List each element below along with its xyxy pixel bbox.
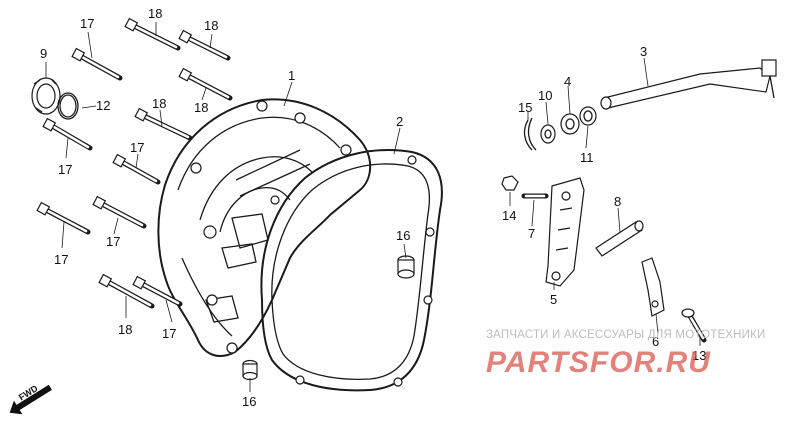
callout-18: 18: [204, 18, 218, 33]
bolt-18-mid-b: [134, 107, 193, 141]
screw-13: [681, 308, 707, 343]
oil-filler-cap: [31, 77, 61, 115]
callout-17: 17: [106, 234, 120, 249]
leader-lines: [45, 22, 701, 392]
bolt-17-lower: [132, 275, 183, 307]
fwd-arrow-icon: [9, 384, 52, 415]
callout-17: 17: [130, 140, 144, 155]
bolt-17-left-a: [42, 117, 93, 151]
bolt-18-mid-a: [178, 67, 233, 101]
callout-17: 17: [80, 16, 94, 31]
callout-labels: 17 18 18 9 1 12 18 18 17 17 17 17 18 17 …: [40, 6, 706, 409]
lifter-rod: [595, 220, 644, 257]
callout-1: 1: [288, 68, 295, 83]
callout-12: 12: [96, 98, 110, 113]
dowel-pin-lower: [242, 359, 258, 381]
forward-direction-indicator: FWD: [9, 383, 52, 415]
callout-18: 18: [118, 322, 132, 337]
callout-17: 17: [162, 326, 176, 341]
bolt-18-top-b: [178, 29, 231, 61]
callout-16: 16: [242, 394, 256, 409]
o-ring: [57, 92, 79, 120]
callout-13: 13: [692, 348, 706, 363]
callout-2: 2: [396, 114, 403, 129]
callout-3: 3: [640, 44, 647, 59]
oil-seal-11: [579, 106, 597, 126]
nut-14: [501, 175, 519, 191]
bolt-18-top-a: [124, 17, 181, 51]
bolt-17-top: [71, 47, 123, 81]
dowel-pin-upper: [397, 255, 415, 279]
cover-gasket: [260, 149, 443, 392]
bolt-17-mid-c: [112, 153, 161, 185]
callout-18: 18: [148, 6, 162, 21]
callout-17: 17: [58, 162, 72, 177]
callout-18: 18: [194, 100, 208, 115]
callout-18: 18: [152, 96, 166, 111]
bolt-17-mid-d: [92, 195, 147, 229]
bolt-17-left-b: [36, 201, 91, 235]
watermark-logo: PARTSFOR.RU: [486, 346, 711, 379]
oil-seal: [560, 113, 580, 135]
crankcase-cover: [157, 98, 372, 357]
callout-7: 7: [528, 226, 535, 241]
callout-17: 17: [54, 252, 68, 267]
clutch-lifter-lever: [600, 59, 777, 110]
callout-10: 10: [538, 88, 552, 103]
bolt-18-lower: [98, 273, 155, 309]
watermark-caption: ЗАПЧАСТИ И АКСЕССУАРЫ ДЛЯ МОТОТЕХНИКИ: [486, 329, 766, 341]
callout-9: 9: [40, 46, 47, 61]
callout-11: 11: [580, 150, 594, 165]
lifter-plate: [545, 177, 585, 287]
callout-5: 5: [550, 292, 557, 307]
watermark: ЗАПЧАСТИ И АКСЕССУАРЫ ДЛЯ МОТОТЕХНИКИ PA…: [486, 329, 766, 379]
bracket-6: [641, 257, 665, 317]
callout-16: 16: [396, 228, 410, 243]
callout-14: 14: [502, 208, 516, 223]
washer-10: [540, 124, 556, 144]
callout-8: 8: [614, 194, 621, 209]
callout-4: 4: [564, 74, 571, 89]
callout-6: 6: [652, 334, 659, 349]
spring-clip-15: [523, 117, 537, 151]
callout-15: 15: [518, 100, 532, 115]
